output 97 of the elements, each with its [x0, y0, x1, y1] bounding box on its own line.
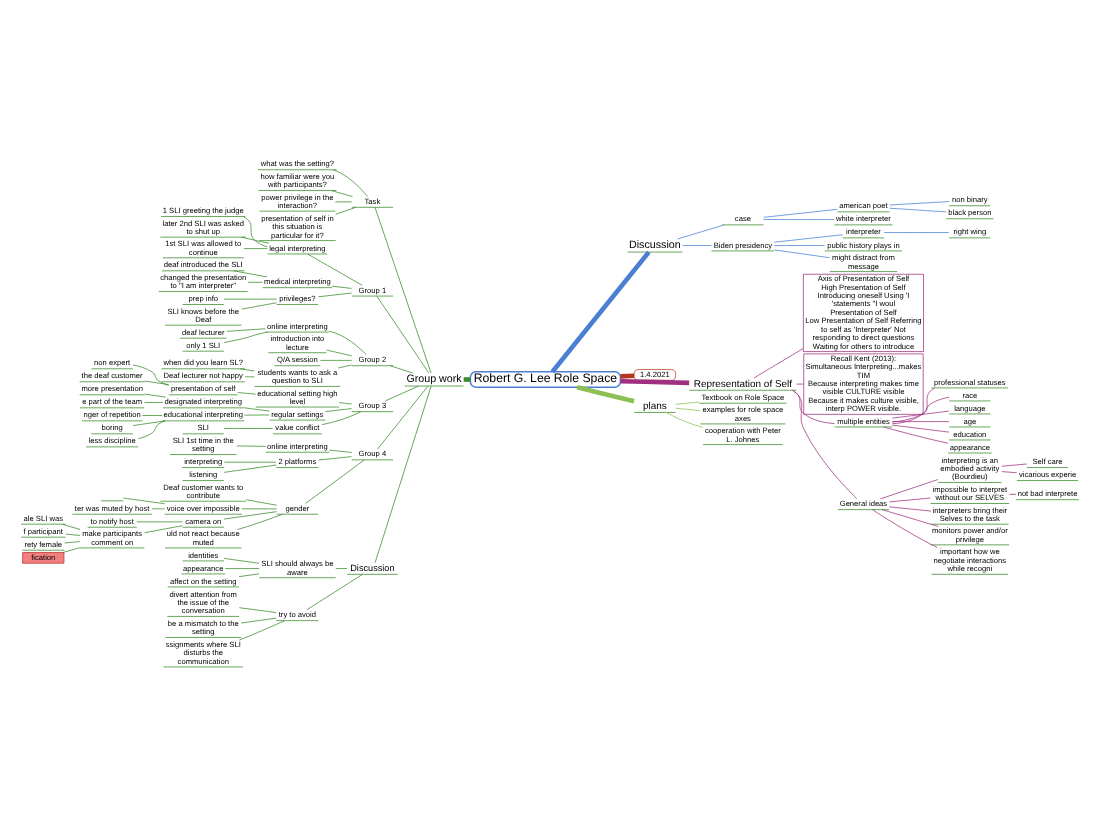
connector — [620, 372, 635, 378]
connector — [331, 284, 352, 288]
connector — [241, 301, 277, 309]
connector — [243, 406, 270, 411]
connector — [62, 546, 81, 552]
connector — [675, 406, 701, 411]
connector — [374, 206, 432, 373]
connector — [243, 247, 268, 248]
connector — [883, 231, 950, 232]
connector — [763, 207, 838, 217]
connector — [677, 223, 725, 239]
connector — [65, 532, 81, 535]
connector — [376, 294, 430, 373]
connector — [328, 448, 353, 452]
connector — [763, 218, 835, 219]
connector — [576, 383, 635, 403]
connector — [318, 455, 352, 460]
connector — [223, 510, 277, 519]
connector — [374, 384, 432, 563]
connector — [891, 423, 950, 432]
connector — [238, 619, 285, 640]
connector — [880, 478, 939, 499]
connector — [238, 606, 277, 612]
connector — [144, 379, 170, 384]
connector — [773, 244, 826, 245]
connector — [325, 407, 352, 411]
connector — [377, 384, 429, 449]
connector — [64, 540, 81, 543]
connector — [891, 395, 950, 422]
connector — [883, 425, 949, 443]
connector — [888, 505, 932, 511]
connector — [326, 348, 353, 356]
connector — [223, 557, 260, 563]
connector — [306, 573, 363, 610]
connector — [247, 280, 263, 282]
connector — [142, 414, 163, 415]
connector — [132, 363, 170, 385]
connector — [328, 329, 367, 355]
connector — [796, 382, 805, 384]
connector — [144, 392, 166, 397]
connector — [132, 419, 166, 425]
connector — [123, 496, 165, 504]
connector — [665, 411, 704, 427]
connector — [236, 444, 266, 446]
connector — [223, 330, 268, 342]
connector — [226, 327, 266, 331]
connector — [305, 458, 365, 503]
connector — [891, 420, 950, 421]
connector — [307, 252, 363, 285]
connector — [773, 233, 843, 242]
connector — [144, 524, 183, 533]
connector — [891, 386, 935, 424]
connector — [888, 496, 931, 502]
connector — [245, 498, 278, 505]
connector — [332, 168, 368, 196]
connector — [889, 200, 950, 205]
connector — [872, 508, 938, 547]
connector — [137, 419, 166, 439]
connector — [233, 269, 268, 277]
connector — [62, 522, 81, 529]
connector — [335, 567, 348, 568]
connector — [881, 508, 939, 526]
connector — [224, 567, 260, 568]
connector — [321, 410, 362, 425]
connector — [223, 427, 274, 428]
connector — [239, 367, 255, 371]
connector — [337, 363, 352, 368]
connector — [682, 244, 712, 245]
connector — [773, 248, 830, 258]
connector — [891, 409, 950, 418]
connector — [463, 376, 471, 381]
connector — [675, 400, 700, 404]
connector — [792, 388, 858, 498]
connector — [792, 388, 835, 423]
connector — [753, 347, 804, 378]
connector — [238, 572, 260, 577]
connector — [338, 401, 353, 404]
connector — [240, 235, 270, 243]
node-bar — [100, 499, 124, 501]
connector — [550, 249, 651, 373]
connector — [1008, 492, 1017, 494]
connector — [389, 364, 414, 373]
connector — [889, 206, 947, 212]
connector — [330, 189, 353, 196]
connector — [320, 359, 353, 360]
connector — [335, 206, 357, 214]
connector — [144, 401, 164, 402]
connector — [384, 384, 419, 401]
connector — [1001, 470, 1018, 473]
connector — [620, 377, 690, 385]
connector — [317, 291, 352, 297]
connector — [237, 391, 256, 394]
connector — [240, 616, 277, 623]
connector — [223, 463, 277, 472]
connector — [237, 512, 283, 529]
connector — [243, 215, 268, 247]
connector — [1001, 462, 1028, 466]
